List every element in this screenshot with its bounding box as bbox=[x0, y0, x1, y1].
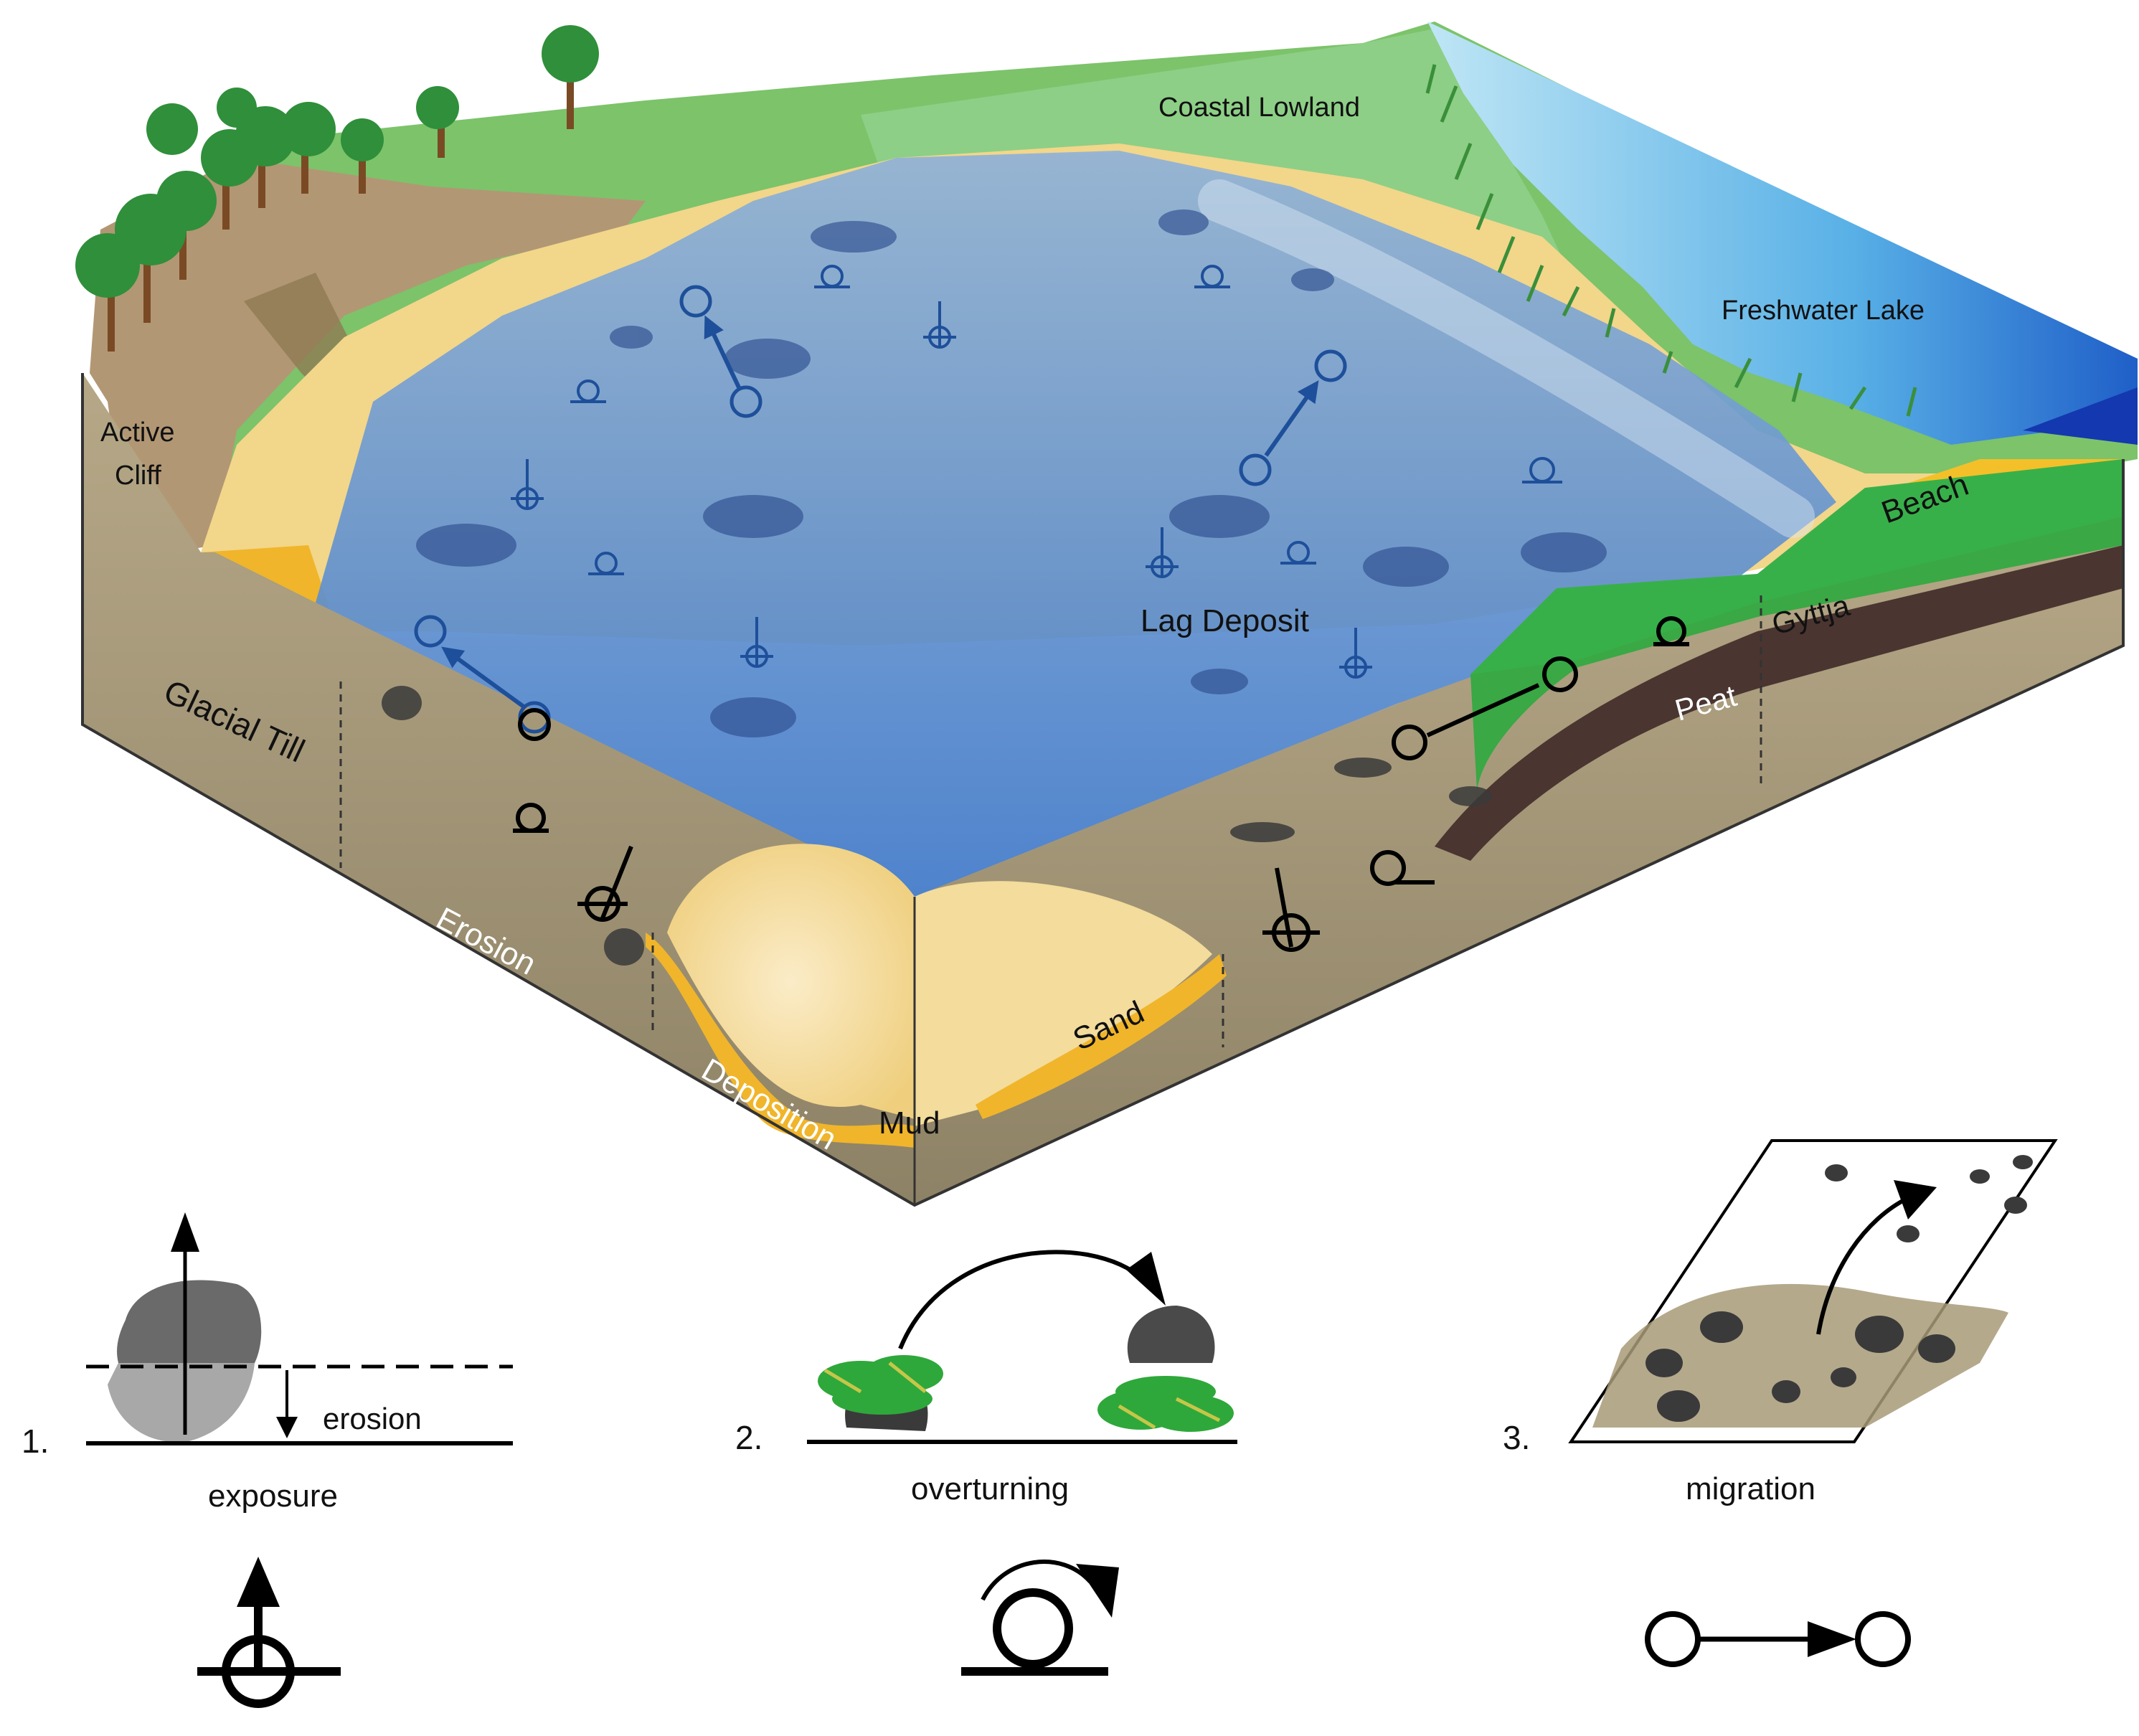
label-lag-deposit: Lag Deposit bbox=[1141, 603, 1309, 638]
label-coastal-lowland: Coastal Lowland bbox=[1158, 93, 1360, 123]
reeds bbox=[1425, 64, 1917, 417]
legend-exposure-caption: exposure bbox=[208, 1478, 338, 1514]
legend-migration-caption: migration bbox=[1686, 1471, 1815, 1506]
peat-layer bbox=[1435, 545, 2123, 861]
legend-erosion-label: erosion bbox=[323, 1402, 422, 1435]
sand-pit bbox=[667, 844, 915, 1119]
label-mud: Mud bbox=[879, 1105, 940, 1141]
legend-migration-number: 3. bbox=[1503, 1419, 1530, 1456]
front-right-face bbox=[915, 502, 2123, 1205]
legend-exposure-number: 1. bbox=[22, 1423, 49, 1460]
boulder-clusters bbox=[416, 209, 1607, 737]
legend-overturning-caption: overturning bbox=[911, 1471, 1069, 1506]
label-active-cliff-line1: Active bbox=[100, 418, 174, 448]
legend-migration: 3. migration bbox=[1503, 1139, 2058, 1667]
open-water bbox=[1427, 22, 2138, 445]
legend-overturning: 2. overturning bbox=[735, 1250, 1237, 1676]
label-active-cliff-line2: Cliff bbox=[115, 461, 161, 491]
section-symbols bbox=[513, 616, 1689, 952]
lagoon-symbols bbox=[414, 265, 1562, 734]
trees bbox=[75, 25, 599, 352]
label-freshwater-lake: Freshwater Lake bbox=[1722, 296, 1925, 326]
gyttja-layer bbox=[1470, 502, 2123, 803]
lagoon-water bbox=[316, 151, 1836, 897]
legend-exposure: 1. erosion exposure bbox=[22, 1212, 513, 1708]
legend-overturning-number: 2. bbox=[735, 1419, 762, 1456]
cliff-face bbox=[90, 158, 646, 560]
